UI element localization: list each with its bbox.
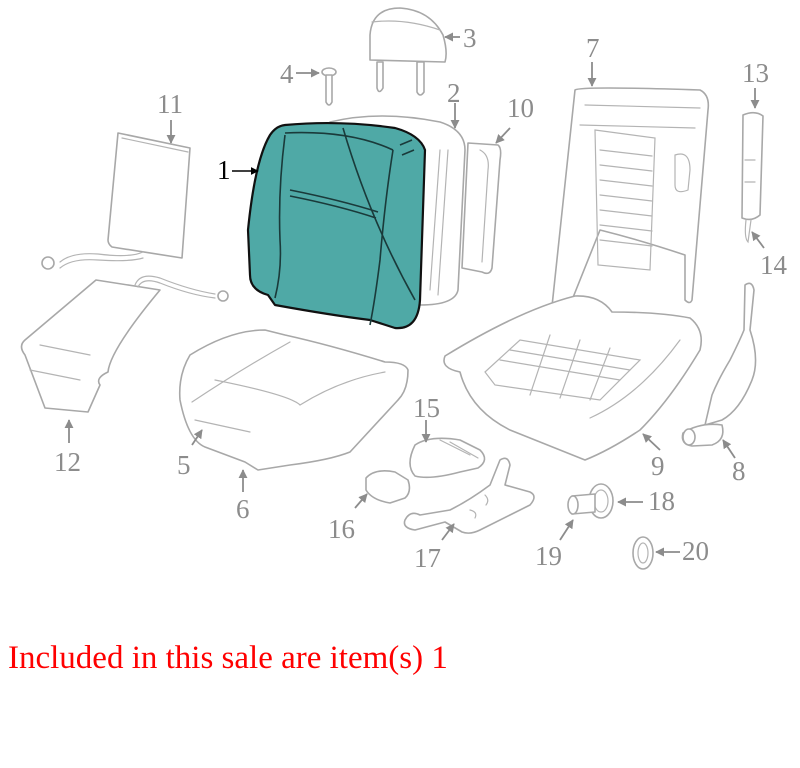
callout-6[interactable]: 6 — [236, 494, 250, 524]
callout-20[interactable]: 20 — [682, 536, 709, 566]
heater-cushion-part — [20, 275, 229, 443]
bracket-part — [403, 457, 535, 541]
callout-16[interactable]: 16 — [328, 514, 355, 544]
callout-18[interactable]: 18 — [648, 486, 675, 516]
side-trim-part — [741, 88, 765, 249]
callout-11[interactable]: 11 — [157, 89, 183, 119]
back-panel-part — [461, 127, 511, 275]
parts-diagram: 1 2 3 4 5 6 7 8 9 10 11 12 13 14 15 16 1… — [20, 7, 787, 573]
callout-9[interactable]: 9 — [651, 451, 665, 481]
recliner-part — [681, 282, 757, 459]
sale-note: Included in this sale are item(s) 1 — [8, 640, 448, 676]
diagram-drawing — [20, 7, 765, 570]
callout-2[interactable]: 2 — [447, 78, 461, 108]
callout-3[interactable]: 3 — [463, 23, 477, 53]
seat-cushion-frame-part — [443, 295, 703, 461]
callout-4[interactable]: 4 — [280, 59, 294, 89]
callout-13[interactable]: 13 — [742, 58, 769, 88]
switch-part — [409, 420, 486, 479]
retainer-part — [632, 536, 680, 570]
callout-14[interactable]: 14 — [760, 250, 787, 280]
seat-back-cover-part — [232, 121, 427, 330]
callout-17[interactable]: 17 — [414, 543, 441, 573]
seat-cushion-pad-part — [178, 329, 409, 492]
headrest-guide-part — [296, 67, 337, 106]
callout-5[interactable]: 5 — [177, 450, 191, 480]
heater-back-part — [41, 120, 191, 270]
callout-12[interactable]: 12 — [54, 447, 81, 477]
seat-back-frame-part — [549, 62, 710, 334]
callout-19[interactable]: 19 — [535, 541, 562, 571]
switch-bezel-part — [354, 470, 411, 509]
knob-part — [559, 483, 643, 541]
callout-8[interactable]: 8 — [732, 456, 746, 486]
callout-10[interactable]: 10 — [507, 93, 534, 123]
callout-15[interactable]: 15 — [413, 393, 440, 423]
callout-1[interactable]: 1 — [217, 155, 231, 185]
callout-7[interactable]: 7 — [586, 33, 600, 63]
headrest-part — [369, 7, 460, 96]
